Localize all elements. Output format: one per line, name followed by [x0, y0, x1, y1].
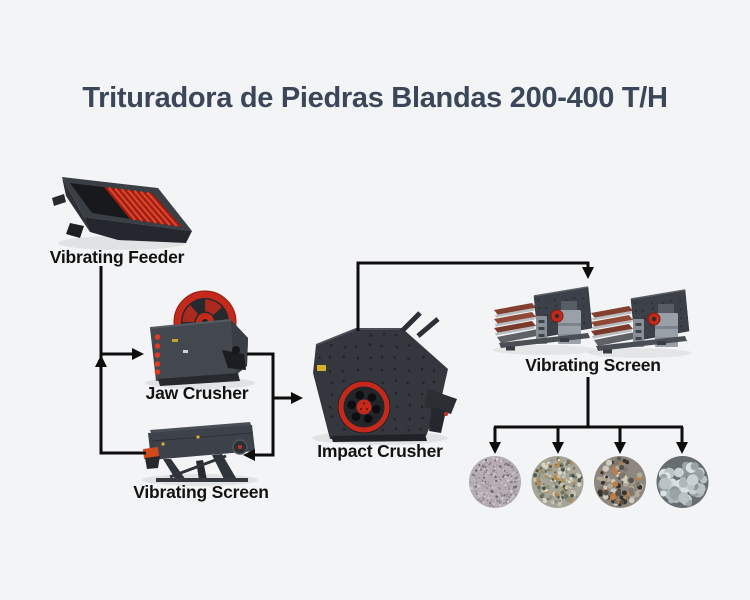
flow-arrowheads	[95, 267, 688, 461]
label-vibrating-screen-2: Vibrating Screen	[525, 355, 661, 375]
arrowhead-into-jaw	[132, 348, 144, 360]
arrowhead-into-impact	[291, 392, 303, 404]
arrowhead-product-2	[552, 442, 564, 454]
jaw-bearing	[232, 346, 240, 354]
screen1-brace	[169, 454, 227, 479]
flow-connectors	[99, 261, 684, 457]
product-piles	[469, 456, 709, 508]
feeder-foot	[66, 223, 84, 238]
machine-shadow	[493, 345, 597, 355]
screen1-vibrator-hub	[238, 445, 242, 449]
feeder-skirt	[84, 217, 192, 243]
screen1-seam	[151, 432, 253, 442]
jaw-crusher-illustration	[145, 290, 255, 389]
arrowhead-into-screen2	[582, 267, 594, 279]
impact-chute-dot	[444, 412, 448, 416]
arrowhead-into-screen1	[243, 449, 255, 461]
screen1-box	[148, 425, 255, 460]
label-jaw-crusher: Jaw Crusher	[145, 383, 249, 403]
impact-tag	[317, 365, 326, 371]
screen1-discharge-accent	[143, 447, 159, 459]
connector-jaw-to-screen	[247, 352, 275, 457]
impact-base	[331, 434, 427, 442]
connector-feeder-loop	[99, 266, 146, 455]
coarse-aggregate-speckles	[657, 461, 708, 507]
vibrating-screen-2-illustration	[493, 286, 692, 358]
label-vibrating-feeder: Vibrating Feeder	[49, 247, 185, 267]
impact-bolt-dots	[316, 332, 436, 432]
arrowhead-product-4	[676, 442, 688, 454]
impact-flywheel	[337, 380, 391, 434]
jaw-top-edge	[149, 319, 232, 329]
page-title: Trituradora de Piedras Blandas 200-400 T…	[82, 82, 668, 114]
vibrating-screen-unit	[494, 286, 593, 351]
jaw-plate	[183, 350, 188, 353]
jaw-toggle-mechanism	[222, 350, 246, 370]
arrowhead-product-1	[489, 442, 501, 454]
screen1-chute	[145, 456, 160, 469]
fine-gravel-speckles	[533, 457, 583, 507]
connector-impact-to-screen2	[356, 261, 590, 331]
jaw-base	[158, 373, 240, 386]
jaw-red-dots	[154, 334, 161, 375]
impact-arm	[400, 311, 422, 333]
jaw-tag	[172, 339, 178, 342]
vibrating-feeder-illustration	[52, 177, 192, 250]
feeder-endwall	[62, 177, 90, 232]
screen1-dot	[161, 442, 165, 446]
impact-crusher-illustration	[312, 311, 457, 445]
machine-shadow	[588, 348, 692, 358]
arrowhead-product-3	[614, 442, 626, 454]
feeder-bracket	[52, 194, 66, 206]
impact-arm	[416, 317, 440, 338]
arrowhead-up-recycle	[95, 355, 107, 367]
vibrating-screen-unit	[590, 289, 690, 355]
feeder-grizzly-bars	[107, 186, 178, 227]
impact-support	[429, 407, 446, 433]
screen1-dot	[196, 435, 200, 439]
impact-top-edge	[315, 328, 403, 346]
screen1-base	[156, 478, 248, 482]
vibrating-screen-1-illustration	[142, 422, 258, 486]
label-impact-crusher: Impact Crusher	[317, 441, 443, 461]
medium-gravel-speckles	[596, 456, 644, 507]
jaw-body	[150, 320, 248, 381]
fine-sand-speckles	[469, 456, 521, 508]
label-vibrating-screen-1: Vibrating Screen	[133, 482, 269, 502]
